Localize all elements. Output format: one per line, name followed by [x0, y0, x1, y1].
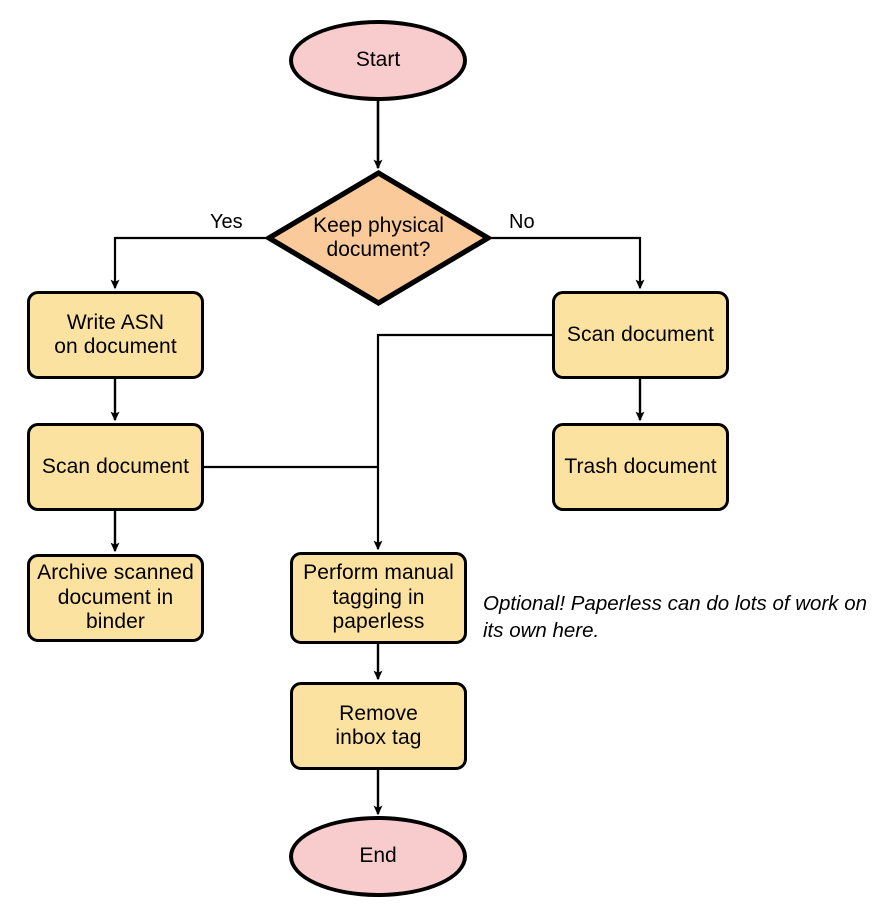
annotation-optional-note-line1: Optional! Paperless can do lots of work … [483, 592, 868, 615]
edge-label-yes: Yes [210, 211, 243, 233]
node-scan-document-right-label: Scan document [566, 322, 715, 346]
node-tagging-label-line2: tagging in [332, 585, 425, 609]
node-start[interactable]: Start [289, 20, 467, 101]
annotation-optional-note: Optional! Paperless can do lots of work … [483, 590, 883, 644]
node-scan-document-right[interactable]: Scan document [552, 291, 729, 379]
node-end[interactable]: End [289, 816, 467, 897]
node-keep-physical-document-decision[interactable]: Keep physical document? [266, 170, 491, 306]
node-archive-label-line1: Archive scanned [37, 561, 194, 585]
node-remove-inbox-label-line2: inbox tag [335, 726, 422, 749]
edge-decision-yes-to-write-asn [110, 236, 266, 290]
node-trash-document[interactable]: Trash document [552, 423, 729, 511]
node-write-asn-label-line2: on document [54, 335, 177, 358]
node-archive-scanned-document[interactable]: Archive scanned document in binder [27, 554, 204, 642]
diamond-shape [266, 170, 491, 306]
node-write-asn[interactable]: Write ASN on document [27, 291, 204, 379]
node-end-label: End [359, 844, 397, 868]
node-archive-label: Archive scanned document in binder [37, 561, 194, 634]
node-remove-inbox-label: Remove inbox tag [335, 702, 421, 751]
annotation-optional-note-line2: its own here. [483, 619, 600, 643]
node-trash-document-label: Trash document [564, 454, 717, 478]
node-archive-label-line2: document in [57, 585, 174, 609]
edge-label-no: No [509, 211, 535, 233]
node-write-asn-label: Write ASN on document [54, 311, 177, 360]
node-start-label: Start [355, 48, 401, 72]
node-remove-inbox-label-line1: Remove [339, 701, 418, 725]
node-remove-inbox-tag[interactable]: Remove inbox tag [290, 682, 467, 770]
node-tagging-label-line1: Perform manual [303, 561, 454, 585]
edge-decision-no-to-scan-right [491, 236, 645, 290]
node-scan-document-left-label: Scan document [41, 454, 190, 478]
edge-scan-right-to-tagging [373, 333, 552, 551]
node-write-asn-label-line1: Write ASN [66, 310, 165, 334]
node-perform-manual-tagging[interactable]: Perform manual tagging in paperless [290, 552, 467, 644]
node-tagging-label: Perform manual tagging in paperless [303, 561, 454, 634]
node-scan-document-left[interactable]: Scan document [27, 423, 204, 511]
node-tagging-label-line3: paperless [332, 610, 425, 634]
node-archive-label-line3: binder [86, 610, 145, 634]
